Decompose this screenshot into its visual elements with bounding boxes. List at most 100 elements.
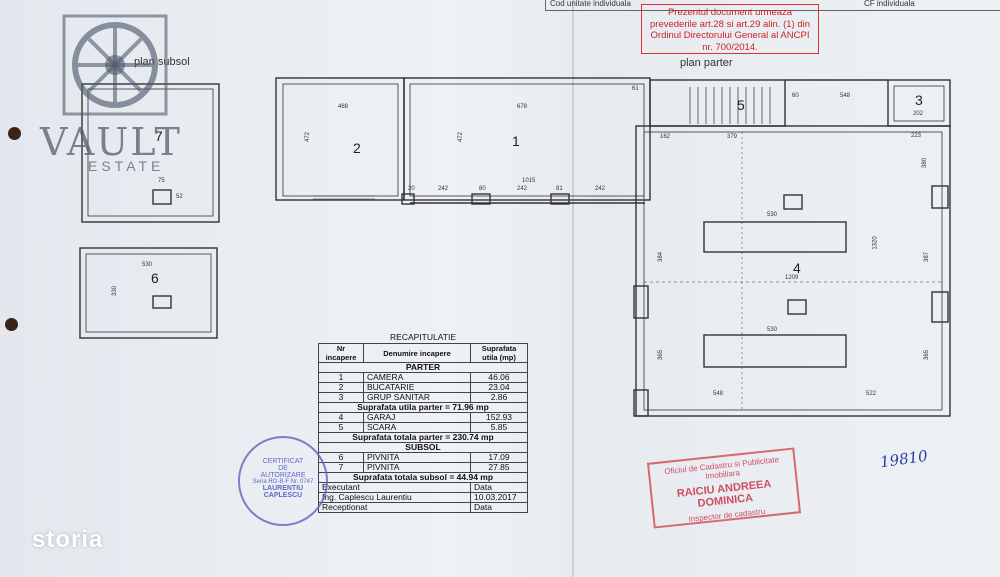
window-6 — [152, 295, 172, 309]
dim-label: 380 — [922, 157, 929, 169]
room-1-walls — [403, 77, 651, 201]
room-2-walls — [275, 77, 405, 201]
room-label-3: 3 — [915, 92, 923, 108]
cell: 5.85 — [470, 422, 528, 433]
dim-label: 1209 — [785, 275, 799, 281]
cell: PIVNITA — [363, 452, 471, 463]
dim-label: 379 — [727, 134, 738, 140]
dim-label: 387 — [924, 251, 931, 263]
room-label-4: 4 — [793, 260, 801, 276]
header-cell-left: Cod unitate individuala — [550, 0, 631, 8]
cell: GARAJ — [363, 412, 471, 423]
dim-label: 678 — [517, 104, 528, 110]
room-5-stairs — [649, 79, 786, 127]
table-row: 3 GRUP SANITAR 2.86 — [318, 392, 528, 403]
dim-label: 548 — [713, 391, 724, 397]
dim-label: 472 — [305, 131, 312, 143]
garage-beam-2 — [703, 334, 847, 368]
dim-label: 61 — [632, 86, 639, 92]
stamp-text: AUTORIZARE — [260, 472, 306, 479]
storia-watermark: storia — [32, 526, 104, 553]
recap-table: RECAPITULATIE Nr incapere Denumire incap… — [318, 332, 528, 513]
section-label: PARTER — [318, 362, 528, 373]
dim-label: 530 — [142, 262, 153, 268]
dim-label: 162 — [660, 134, 671, 140]
cell: 17.09 — [470, 452, 528, 463]
logo-subtext: ESTATE — [88, 158, 165, 174]
cell: 152.93 — [470, 412, 528, 423]
garage-beam-1 — [703, 221, 847, 253]
authorization-stamp: CERTIFICAT DE AUTORIZARE Seria RO-B-F Nr… — [238, 436, 328, 526]
dim-label: 223 — [911, 133, 922, 139]
cell: 10.03.2017 — [470, 492, 528, 503]
dim-label: 365 — [658, 349, 665, 361]
room-label-6: 6 — [151, 270, 159, 286]
cell: Ing. Caplescu Laurentiu — [318, 492, 471, 503]
dim-label: 1015 — [522, 178, 536, 184]
dim-label: 384 — [658, 251, 665, 263]
section-label: SUBSOL — [318, 442, 528, 453]
table-row: 5 SCARA 5.85 — [318, 422, 528, 433]
cell: 1 — [318, 372, 364, 383]
cell: Data — [470, 502, 528, 513]
dim-label: 242 — [517, 186, 528, 192]
col-header: Denumire incapere — [363, 343, 471, 363]
footer-row: Executant Data — [318, 482, 528, 493]
room-4-garage — [635, 125, 951, 417]
total-row: Suprafata totala subsol = 44.94 mp — [318, 472, 528, 483]
top-header-strip: Cod unitate individuala CF individuala — [545, 0, 1000, 11]
room-label-1: 1 — [512, 133, 520, 149]
stamp-text: DE — [278, 465, 288, 472]
dim-label: 548 — [840, 93, 851, 99]
dim-label: 530 — [767, 212, 778, 218]
dim-label: 365 — [924, 349, 931, 361]
dim-label: 80 — [479, 186, 486, 192]
cell: SCARA — [363, 422, 471, 433]
dim-label: 60 — [792, 93, 799, 99]
footer-row: Ing. Caplescu Laurentiu 10.03.2017 — [318, 492, 528, 503]
logo-text: VAULT — [40, 120, 182, 164]
cell: 46.06 — [470, 372, 528, 383]
stamp-text: Seria RO-B-F Nr. 0747 — [252, 479, 314, 485]
cell: CAMERA — [363, 372, 471, 383]
ground-plan-title: plan parter — [680, 57, 733, 69]
dim-label: 242 — [438, 186, 449, 192]
cell: PIVNITA — [363, 462, 471, 473]
window-7 — [152, 189, 172, 205]
cell: 5 — [318, 422, 364, 433]
cell: Receptionat — [318, 502, 471, 513]
dim-label: 81 — [556, 186, 563, 192]
table-row: 4 GARAJ 152.93 — [318, 412, 528, 423]
dim-label: 20 — [408, 186, 415, 192]
stamp-text: CAPLESCU — [263, 492, 303, 499]
dim-label: 242 — [595, 186, 606, 192]
total-row: Suprafata totala parter = 230.74 mp — [318, 432, 528, 443]
paper-fold — [572, 0, 574, 577]
punch-hole — [8, 127, 21, 140]
footer-row: Receptionat Data — [318, 502, 528, 513]
table-row: 7 PIVNITA 27.85 — [318, 462, 528, 473]
stamp-text: LAURENTIU — [262, 485, 304, 492]
dim-label: 472 — [458, 131, 465, 143]
col-header: Nr incapere — [318, 343, 364, 363]
cell: 3 — [318, 392, 364, 403]
cell: 23.04 — [470, 382, 528, 393]
subtotal-row: Suprafata utila parter = 71.96 mp — [318, 402, 528, 413]
table-row: 1 CAMERA 46.06 — [318, 372, 528, 383]
cell: 4 — [318, 412, 364, 423]
table-row: 6 PIVNITA 17.09 — [318, 452, 528, 463]
dim-label: 488 — [338, 104, 349, 110]
dim-label: 75 — [158, 178, 165, 184]
cell: 2.86 — [470, 392, 528, 403]
dim-label: 202 — [913, 111, 924, 117]
dim-label: 1320 — [872, 236, 879, 250]
dim-label: 52 — [176, 194, 183, 200]
header-cell-right: CF individuala — [864, 0, 915, 8]
room-label-5: 5 — [737, 97, 745, 113]
room-label-7: 7 — [155, 128, 163, 144]
cell: Data — [470, 482, 528, 493]
dim-label: 330 — [112, 285, 119, 297]
cell: 2 — [318, 382, 364, 393]
